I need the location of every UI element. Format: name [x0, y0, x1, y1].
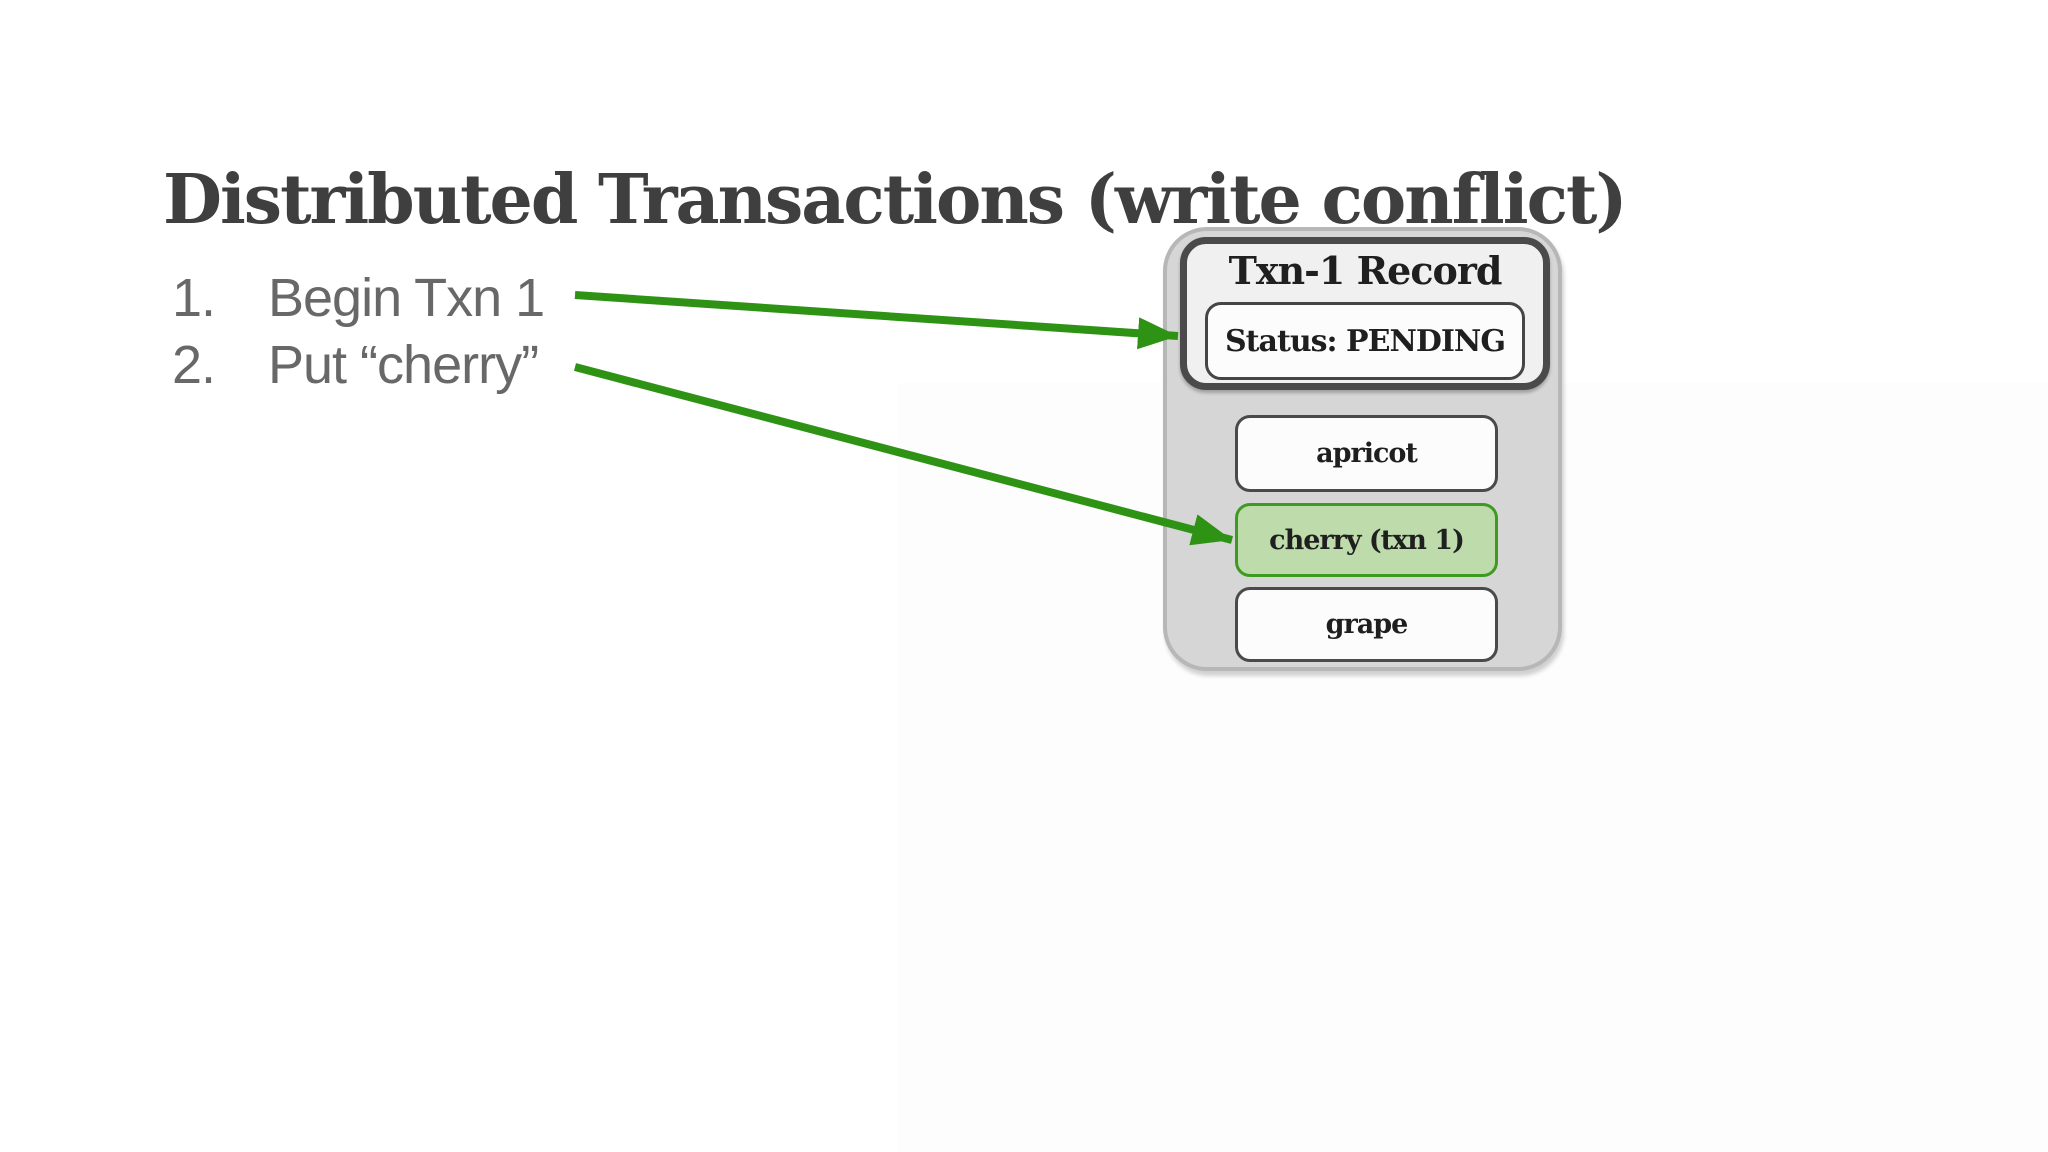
txn-record-title: Txn-1 Record [1228, 247, 1503, 293]
arrow-begin-txn-to-status [574, 291, 1179, 350]
key-box-apricot: apricot [1235, 415, 1498, 492]
key-box-grape: grape [1235, 587, 1498, 662]
step-put-cherry: 2. Put “cherry” [172, 332, 544, 399]
step-text: Begin Txn 1 [268, 268, 545, 328]
key-box-cherry-highlighted: cherry (txn 1) [1235, 503, 1498, 577]
step-number: 2. [172, 335, 216, 395]
step-text: Put “cherry” [268, 335, 539, 395]
step-begin-txn: 1. Begin Txn 1 [172, 265, 545, 332]
steps-list: 1. Begin Txn 1 2. Put “cherry” [172, 265, 545, 399]
slide-title: Distributed Transactions (write conflict… [163, 159, 1628, 240]
txn-status-box: Status: PENDING [1205, 302, 1525, 380]
step-number: 1. [172, 268, 216, 328]
